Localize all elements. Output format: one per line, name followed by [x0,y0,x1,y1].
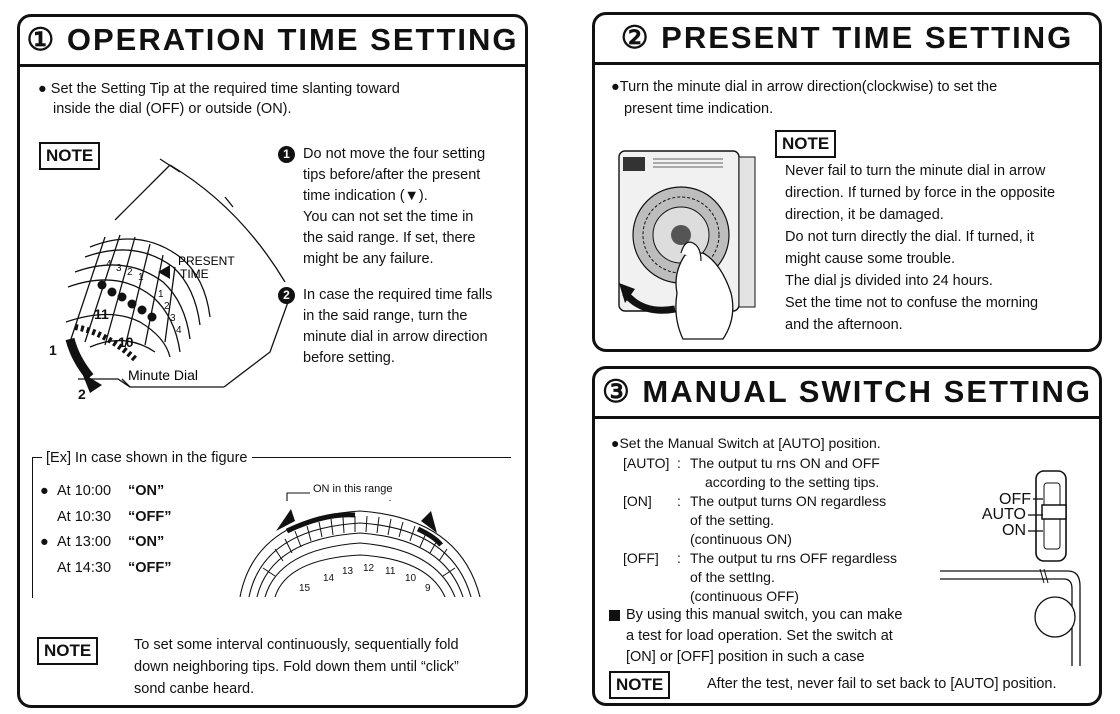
dial-tick-label: 4 [176,325,182,336]
operation-intro-line2: inside the dial (OFF) or outside (ON). [53,101,292,117]
arrow-number-1: 1 [49,342,57,358]
range-label: ON in this range [310,479,396,500]
mode-sep: : [677,550,681,566]
test-line: a test for load operation. Set the switc… [626,628,893,644]
item1-line: tips before/after the present [303,167,481,183]
example-box-border [32,457,511,598]
item2-line: before setting. [303,350,395,366]
manual-note-text: After the test, never fail to set back t… [707,676,1057,692]
test-line: [ON] or [OFF] position in such a case [626,649,865,665]
present-note-label: NOTE [775,130,837,158]
example-time: At 13:00 [57,534,112,550]
item1-line: might be any failure. [303,251,434,267]
present-intro-line1: ●Turn the minute dial in arrow direction… [611,79,998,95]
item2-line: minute dial in arrow direction [303,329,488,345]
operation-bottom-note-label: NOTE [37,637,99,665]
mode-desc: The output tu rns ON and OFF [690,455,880,471]
operation-time-panel: ① OPERATION TIME SETTING ● Set the Setti… [17,14,528,708]
mode-sep: : [677,493,681,509]
operation-note-label: NOTE [39,142,101,170]
present-note-line: direction, it be damaged. [785,207,944,223]
mode-desc: according to the setting tips. [705,474,880,490]
example-bullet: ● [40,483,49,499]
switch-label-off: OFF [999,491,1031,508]
item1-line: time indication (▼). [303,188,428,204]
present-note-line: might cause some trouble. [785,251,956,267]
test-line: By using this manual switch, you can mak… [626,607,903,623]
mode-desc: of the setting. [690,512,775,528]
bottom-note-line: sond canbe heard. [134,681,255,697]
present-note-line: direction. If turned by force in the opp… [785,185,1056,201]
dial-tick-label: 3 [170,313,176,324]
example-label: [Ex] In case shown in the figure [42,448,252,469]
example-dial-number: 12 [363,563,375,574]
present-note-line: Set the time not to confuse the morning [785,295,1039,311]
manual-switch-figure: OFF AUTO ON [940,470,1081,666]
arrow-number-2: 2 [78,386,86,402]
item1-line: the said range. If set, there [303,230,476,246]
mode-desc: The output turns ON regardless [690,493,887,509]
mode-desc: of the settIng. [690,569,775,585]
present-time-title: ② PRESENT TIME SETTING [595,15,1099,65]
manual-switch-title: ③ MANUAL SWITCH SETTING [595,369,1099,419]
operation-intro-line1: ● Set the Setting Tip at the required ti… [38,81,400,97]
example-dial-number: 15 [299,583,311,594]
mode-key: [AUTO] [623,455,670,471]
mode-desc: The output tu rns OFF regardless [690,550,897,566]
minute-dial-label: Minute Dial [128,367,198,383]
example-time: At 10:30 [57,509,112,525]
item2-line: In case the required time falls [303,287,493,303]
dial-tick-label: 2 [164,301,170,312]
present-time-panel: ② PRESENT TIME SETTING ●Turn the minute … [592,12,1102,352]
example-state: “ON” [128,534,165,550]
switch-label-on: ON [1002,522,1026,539]
mode-sep: : [677,455,681,471]
mode-key: [OFF] [623,550,659,566]
dial-tick-label: 2 [127,267,133,278]
item1-line: Do not move the four setting [303,146,486,162]
example-state: “OFF” [128,509,172,525]
example-dial-number: 10 [405,573,417,584]
mode-key: [ON] [623,493,652,509]
example-dial-number: 9 [425,583,431,594]
bottom-note-line: To set some interval continuously, seque… [134,637,459,653]
square-bullet-icon [609,610,620,621]
dial-number-11: 11 [94,306,109,322]
number-1-icon: 1 [278,146,295,163]
manual-intro: ●Set the Manual Switch at [AUTO] positio… [611,435,881,451]
present-note-line: Do not turn directly the dial. If turned… [785,229,1035,245]
present-note-line: Never fail to turn the minute dial in ar… [785,163,1046,179]
dial-tick-label: 4 [106,259,112,270]
mode-desc: (continuous OFF) [690,588,799,604]
present-note-line: and the afternoon. [785,317,903,333]
present-label: PRESENT [178,254,235,268]
item1-line: You can not set the time in [303,209,474,225]
manual-switch-panel: ③ MANUAL SWITCH SETTING ●Set the Manual … [592,366,1102,706]
manual-note-label: NOTE [609,671,671,699]
operation-time-title: ① OPERATION TIME SETTING [20,17,525,67]
number-2-icon: 2 [278,287,295,304]
switch-label-auto: AUTO [982,506,1026,523]
dial-tick-label: 3 [116,263,122,274]
example-dial-number: 13 [342,566,354,577]
example-dial-figure: 15 14 13 12 11 10 9 [239,492,481,597]
example-bullet: ● [40,534,49,550]
time-label: TIME [180,267,209,281]
example-state: “OFF” [128,560,172,576]
mode-desc: (continuous ON) [690,531,792,547]
dial-fragment-figure: 4 3 2 1 1 2 3 4 11 10 1 2 PRESENT TIME M… [49,158,289,402]
example-dial-number: 11 [385,566,396,577]
example-time: At 14:30 [57,560,112,576]
example-state: “ON” [128,483,165,499]
example-time: At 10:00 [57,483,112,499]
example-dial-number: 14 [323,573,335,584]
dial-tick-label: 1 [138,272,144,283]
dial-tick-label: 1 [158,289,164,300]
present-intro-line2: present time indication. [624,101,774,117]
present-note-line: The dial js divided into 24 hours. [785,273,993,289]
bottom-note-line: down neighboring tips. Fold down them un… [134,659,459,675]
timer-device-figure [618,150,756,340]
item2-line: in the said range, turn the [303,308,468,324]
